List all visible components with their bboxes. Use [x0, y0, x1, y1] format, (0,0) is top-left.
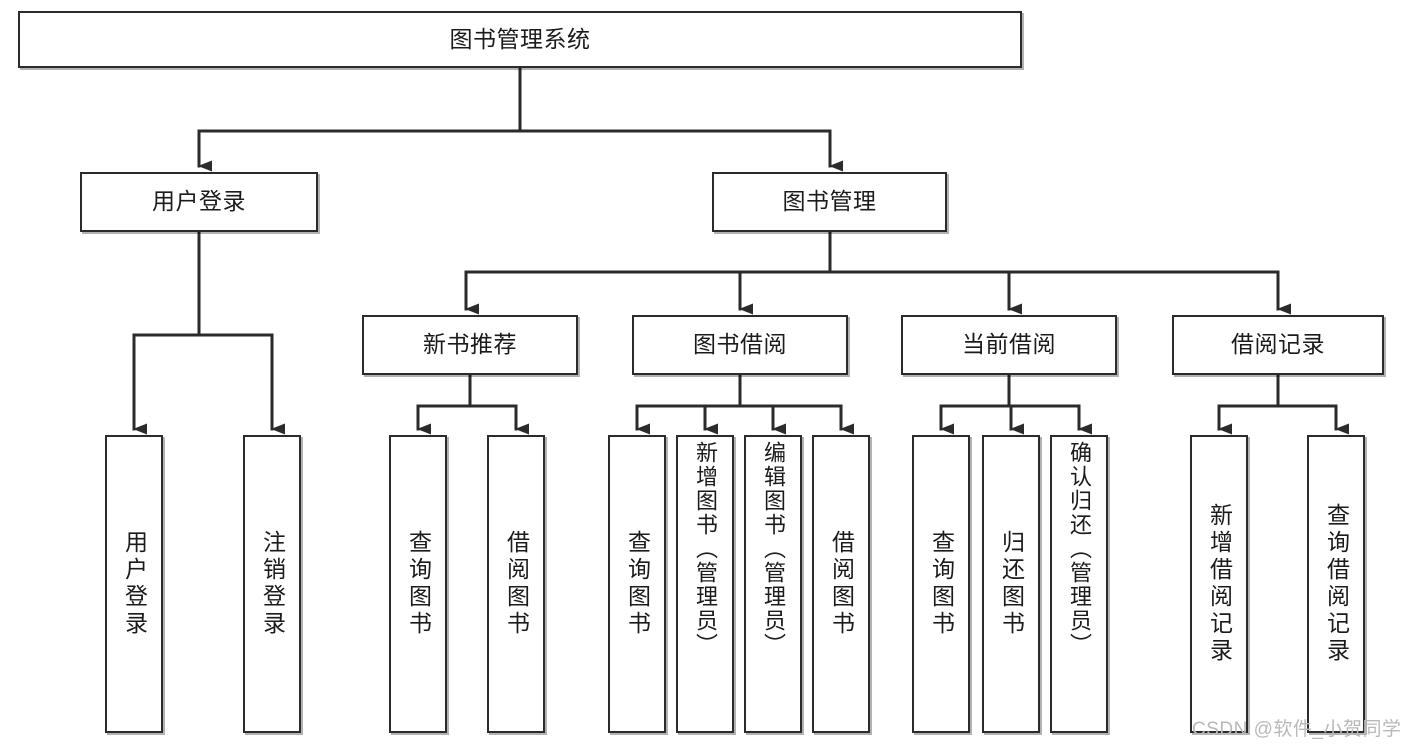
- node-leaf-query-book-2[interactable]: 查询图书: [608, 435, 666, 733]
- node-label: 编辑图书（管理员）: [761, 441, 786, 657]
- node-label: 新增图书（管理员）: [693, 441, 718, 657]
- node-label: 新增借阅记录: [1206, 503, 1233, 665]
- node-label: 归还图书: [998, 530, 1025, 638]
- node-user-login[interactable]: 用户登录: [80, 172, 318, 232]
- node-current-borrow[interactable]: 当前借阅: [901, 315, 1117, 375]
- node-leaf-query-borrow-record[interactable]: 查询借阅记录: [1307, 435, 1365, 733]
- node-label: 新书推荐: [423, 331, 517, 358]
- node-label: 图书管理系统: [449, 25, 591, 52]
- node-label: 查询图书: [405, 530, 432, 638]
- node-label: 当前借阅: [962, 331, 1056, 358]
- node-book-borrow[interactable]: 图书借阅: [632, 315, 848, 375]
- node-leaf-logout[interactable]: 注销登录: [243, 435, 301, 733]
- node-leaf-add-borrow-record[interactable]: 新增借阅记录: [1190, 435, 1248, 733]
- node-label: 图书管理: [782, 188, 877, 215]
- node-label: 借阅图书: [503, 530, 530, 638]
- node-new-book-recommend[interactable]: 新书推荐: [362, 315, 578, 375]
- node-leaf-query-book-3[interactable]: 查询图书: [912, 435, 970, 733]
- node-system-title[interactable]: 图书管理系统: [18, 11, 1022, 68]
- node-leaf-borrow-book-1[interactable]: 借阅图书: [487, 435, 545, 733]
- node-label: 查询图书: [928, 530, 955, 638]
- node-label: 查询借阅记录: [1323, 503, 1350, 665]
- node-label: 借阅记录: [1231, 331, 1325, 358]
- node-label: 图书借阅: [693, 331, 787, 358]
- node-leaf-edit-book-admin[interactable]: 编辑图书（管理员）: [744, 435, 802, 733]
- node-borrow-record[interactable]: 借阅记录: [1172, 315, 1384, 375]
- node-leaf-query-book-1[interactable]: 查询图书: [389, 435, 447, 733]
- node-label: 借阅图书: [828, 530, 855, 638]
- node-leaf-confirm-return-admin[interactable]: 确认归还（管理员）: [1050, 435, 1108, 733]
- node-leaf-user-login[interactable]: 用户登录: [105, 435, 163, 733]
- node-book-management[interactable]: 图书管理: [712, 172, 947, 232]
- node-label: 用户登录: [152, 188, 246, 215]
- node-label: 用户登录: [121, 530, 148, 638]
- node-leaf-add-book-admin[interactable]: 新增图书（管理员）: [676, 435, 734, 733]
- node-label: 确认归还（管理员）: [1067, 441, 1092, 657]
- node-label: 查询图书: [624, 530, 651, 638]
- node-leaf-borrow-book-2[interactable]: 借阅图书: [812, 435, 870, 733]
- node-leaf-return-book[interactable]: 归还图书: [982, 435, 1040, 733]
- node-label: 注销登录: [259, 530, 286, 638]
